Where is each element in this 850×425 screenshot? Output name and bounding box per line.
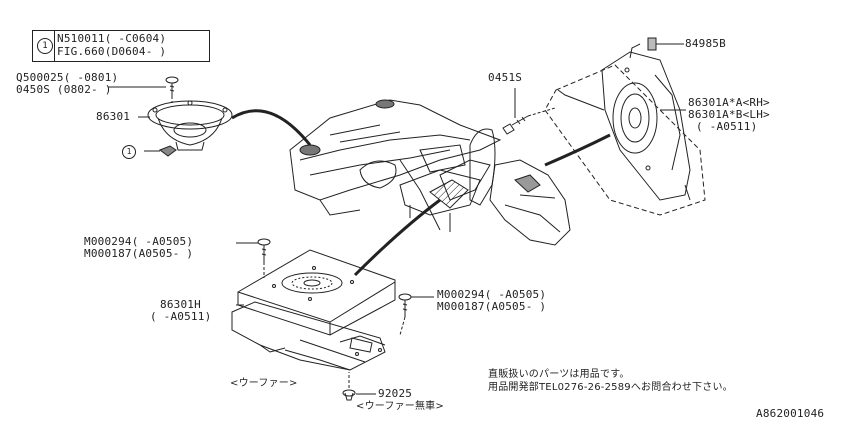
clip-n510011-drawing bbox=[144, 145, 177, 157]
label-86301: 86301 bbox=[96, 110, 131, 123]
label-m000187-right: M000187(A0505- ) bbox=[437, 300, 547, 313]
bolt-right-drawing bbox=[398, 293, 412, 336]
woofer-bracket-drawing bbox=[231, 301, 386, 371]
note-line-2: FIG.660(D0604- ) bbox=[57, 45, 167, 58]
figure-code: A862001046 bbox=[756, 407, 825, 420]
leader-speaker-dash bbox=[231, 109, 312, 146]
screw-q500025-drawing bbox=[165, 76, 179, 104]
label-86301a-rh: 86301A*A<RH> bbox=[688, 96, 770, 109]
callout-symbol: 1 bbox=[37, 38, 53, 54]
label-0451s: 0451S bbox=[488, 71, 523, 84]
callout-1: 1 bbox=[122, 145, 136, 159]
label-86301h: 86301H bbox=[160, 298, 201, 311]
label-m000294-left: M000294( -A0505) bbox=[84, 235, 194, 248]
dashboard-drawing bbox=[289, 99, 502, 231]
jp-note-line-2: 用品開発部TEL0276-26-2589へお問合わせ下さい。 bbox=[488, 382, 733, 393]
label-0450s: 0450S (0802- ) bbox=[16, 83, 112, 96]
jp-note-line-1: 直販扱いのパーツは用品です。 bbox=[488, 369, 630, 380]
clip-84985b-drawing bbox=[647, 37, 672, 51]
label-q500025: Q500025( -0801) bbox=[16, 71, 119, 84]
label-92025: 92025 bbox=[378, 387, 413, 400]
label-86301h-range: ( -A0511) bbox=[150, 310, 212, 323]
label-woofer: <ウーファー> bbox=[230, 378, 298, 389]
rear-trim-drawing bbox=[489, 159, 571, 246]
label-m000294-right: M000294( -A0505) bbox=[437, 288, 547, 301]
label-86301a-lh: 86301A*B<LH> bbox=[688, 108, 770, 121]
label-leaders bbox=[108, 43, 686, 395]
rear-speaker-86301a-drawing bbox=[557, 43, 691, 201]
leader-seat-woofer bbox=[353, 198, 441, 277]
speaker-86301-drawing bbox=[147, 100, 233, 151]
label-84985b: 84985B bbox=[685, 37, 726, 50]
label-m000187-left: M000187(A0505- ) bbox=[84, 247, 194, 260]
woofer-86301h-drawing bbox=[237, 249, 396, 336]
label-no-woofer: <ウーファー無車> bbox=[356, 401, 444, 412]
label-86301a-range: ( -A0511) bbox=[696, 120, 758, 133]
note-line-1: N510011( -C0604) bbox=[57, 32, 167, 45]
leader-trim-rear-speaker bbox=[544, 133, 611, 167]
fastener-note-box: 1 N510011( -C0604) FIG.660(D0604- ) bbox=[32, 30, 210, 62]
rear-speaker-dashed-outline bbox=[544, 64, 706, 216]
cap-92025-drawing bbox=[342, 372, 356, 401]
bolt-left-drawing bbox=[257, 238, 271, 278]
screw-0451s-drawing bbox=[502, 88, 556, 135]
